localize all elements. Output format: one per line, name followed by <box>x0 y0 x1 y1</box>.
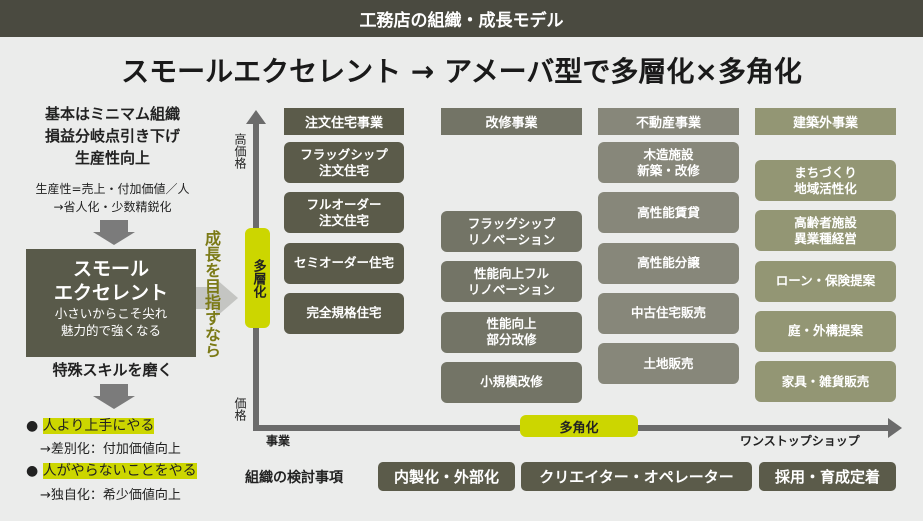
y-bottom-label: 価格 <box>233 397 247 421</box>
org-item: 採用・育成定着 <box>759 462 896 491</box>
y-top-label: 高価格 <box>233 133 247 169</box>
bullet-1-text: 人より上手にやる <box>42 418 155 434</box>
right-arrow-icon <box>196 287 216 309</box>
down-arrow-head-icon <box>93 232 135 245</box>
growth-text: 成長を目指すなら <box>202 230 221 358</box>
business-item: ローン・保険提案 <box>755 260 896 302</box>
org-item: クリエイター・オペレーター <box>521 462 752 491</box>
business-item: 性能向上フル リノベーション <box>441 261 582 303</box>
bullet-2-sub: →独自化：希少価値向上 <box>40 488 181 503</box>
business-item: 完全規格住宅 <box>284 292 404 334</box>
y-axis-arrow-icon <box>246 110 266 124</box>
x-axis-arrow-icon <box>888 418 902 438</box>
business-item: 木造施設 新築・改修 <box>598 142 739 183</box>
business-item: フラッグシップ 注文住宅 <box>284 142 404 183</box>
core-title-1: スモール <box>72 258 149 280</box>
business-item: 高性能分譲 <box>598 242 739 284</box>
banner-text: 工務店の組織・成長モデル <box>359 11 564 31</box>
diversify-pill: 多角化 <box>520 415 638 437</box>
core-title-2: エクセレント <box>53 282 168 304</box>
column-header: 改修事業 <box>441 108 582 135</box>
business-item: 土地販売 <box>598 343 739 385</box>
skill-text: 特殊スキルを磨く <box>52 361 173 379</box>
column-header: 不動産事業 <box>598 108 739 135</box>
business-item: フルオーダー 注文住宅 <box>284 192 404 234</box>
left-line-3: 生産性向上 <box>74 149 150 167</box>
column-header: 建築外事業 <box>755 108 896 135</box>
page-title: スモールエクセレント → アメーバ型で多層化×多角化 <box>121 55 802 88</box>
column-header: 注文住宅事業 <box>284 108 404 135</box>
left-line-1: 基本はミニマム組織 <box>44 105 180 123</box>
bullet-1-sub: →差別化：付加価値向上 <box>40 442 181 457</box>
org-label: 組織の検討事項 <box>245 470 343 486</box>
left-line-2: 損益分岐点引き下げ <box>44 127 180 145</box>
bullet-2-text: 人がやらないことをやる <box>42 463 197 479</box>
left-sub-2: →省人化・少数精鋭化 <box>53 200 172 214</box>
x-left-label: 事業 <box>266 434 291 448</box>
business-item: 性能向上 部分改修 <box>441 311 582 353</box>
right-arrow-head-icon <box>216 279 238 317</box>
down-arrow-icon <box>100 384 128 396</box>
down-arrow-icon <box>100 220 128 232</box>
business-item: 庭・外構提案 <box>755 310 896 352</box>
layering-text: 多層化 <box>250 258 266 298</box>
business-item: まちづくり 地域活性化 <box>755 160 896 201</box>
banner: 工務店の組織・成長モデル <box>0 0 923 37</box>
diversify-text: 多角化 <box>559 420 599 436</box>
business-item: フラッグシップ リノベーション <box>441 211 582 252</box>
business-item: 家具・雑貨販売 <box>755 361 896 403</box>
small-excellent-box: スモール エクセレント 小さいからこそ尖れ 魅力的で強くなる <box>26 249 196 357</box>
core-sub-1: 小さいからこそ尖れ <box>54 306 168 321</box>
business-item: 中古住宅販売 <box>598 292 739 334</box>
left-sub-1: 生産性=売上・付加価値／人 <box>35 182 190 196</box>
business-item: 高齢者施設 異業種経営 <box>755 210 896 252</box>
core-sub-2: 魅力的で強くなる <box>60 323 161 338</box>
x-right-label: ワンストップショップ <box>740 434 860 448</box>
business-item: 高性能賃貸 <box>598 192 739 234</box>
bullet-1: ● 人より上手にやる <box>26 418 155 434</box>
org-item: 内製化・外部化 <box>378 462 515 491</box>
layering-pill: 多層化 <box>245 228 270 328</box>
business-item: セミオーダー住宅 <box>284 242 404 284</box>
down-arrow-head-icon <box>93 396 135 409</box>
business-item: 小規模改修 <box>441 361 582 403</box>
bullet-2: ● 人がやらないことをやる <box>26 463 197 479</box>
